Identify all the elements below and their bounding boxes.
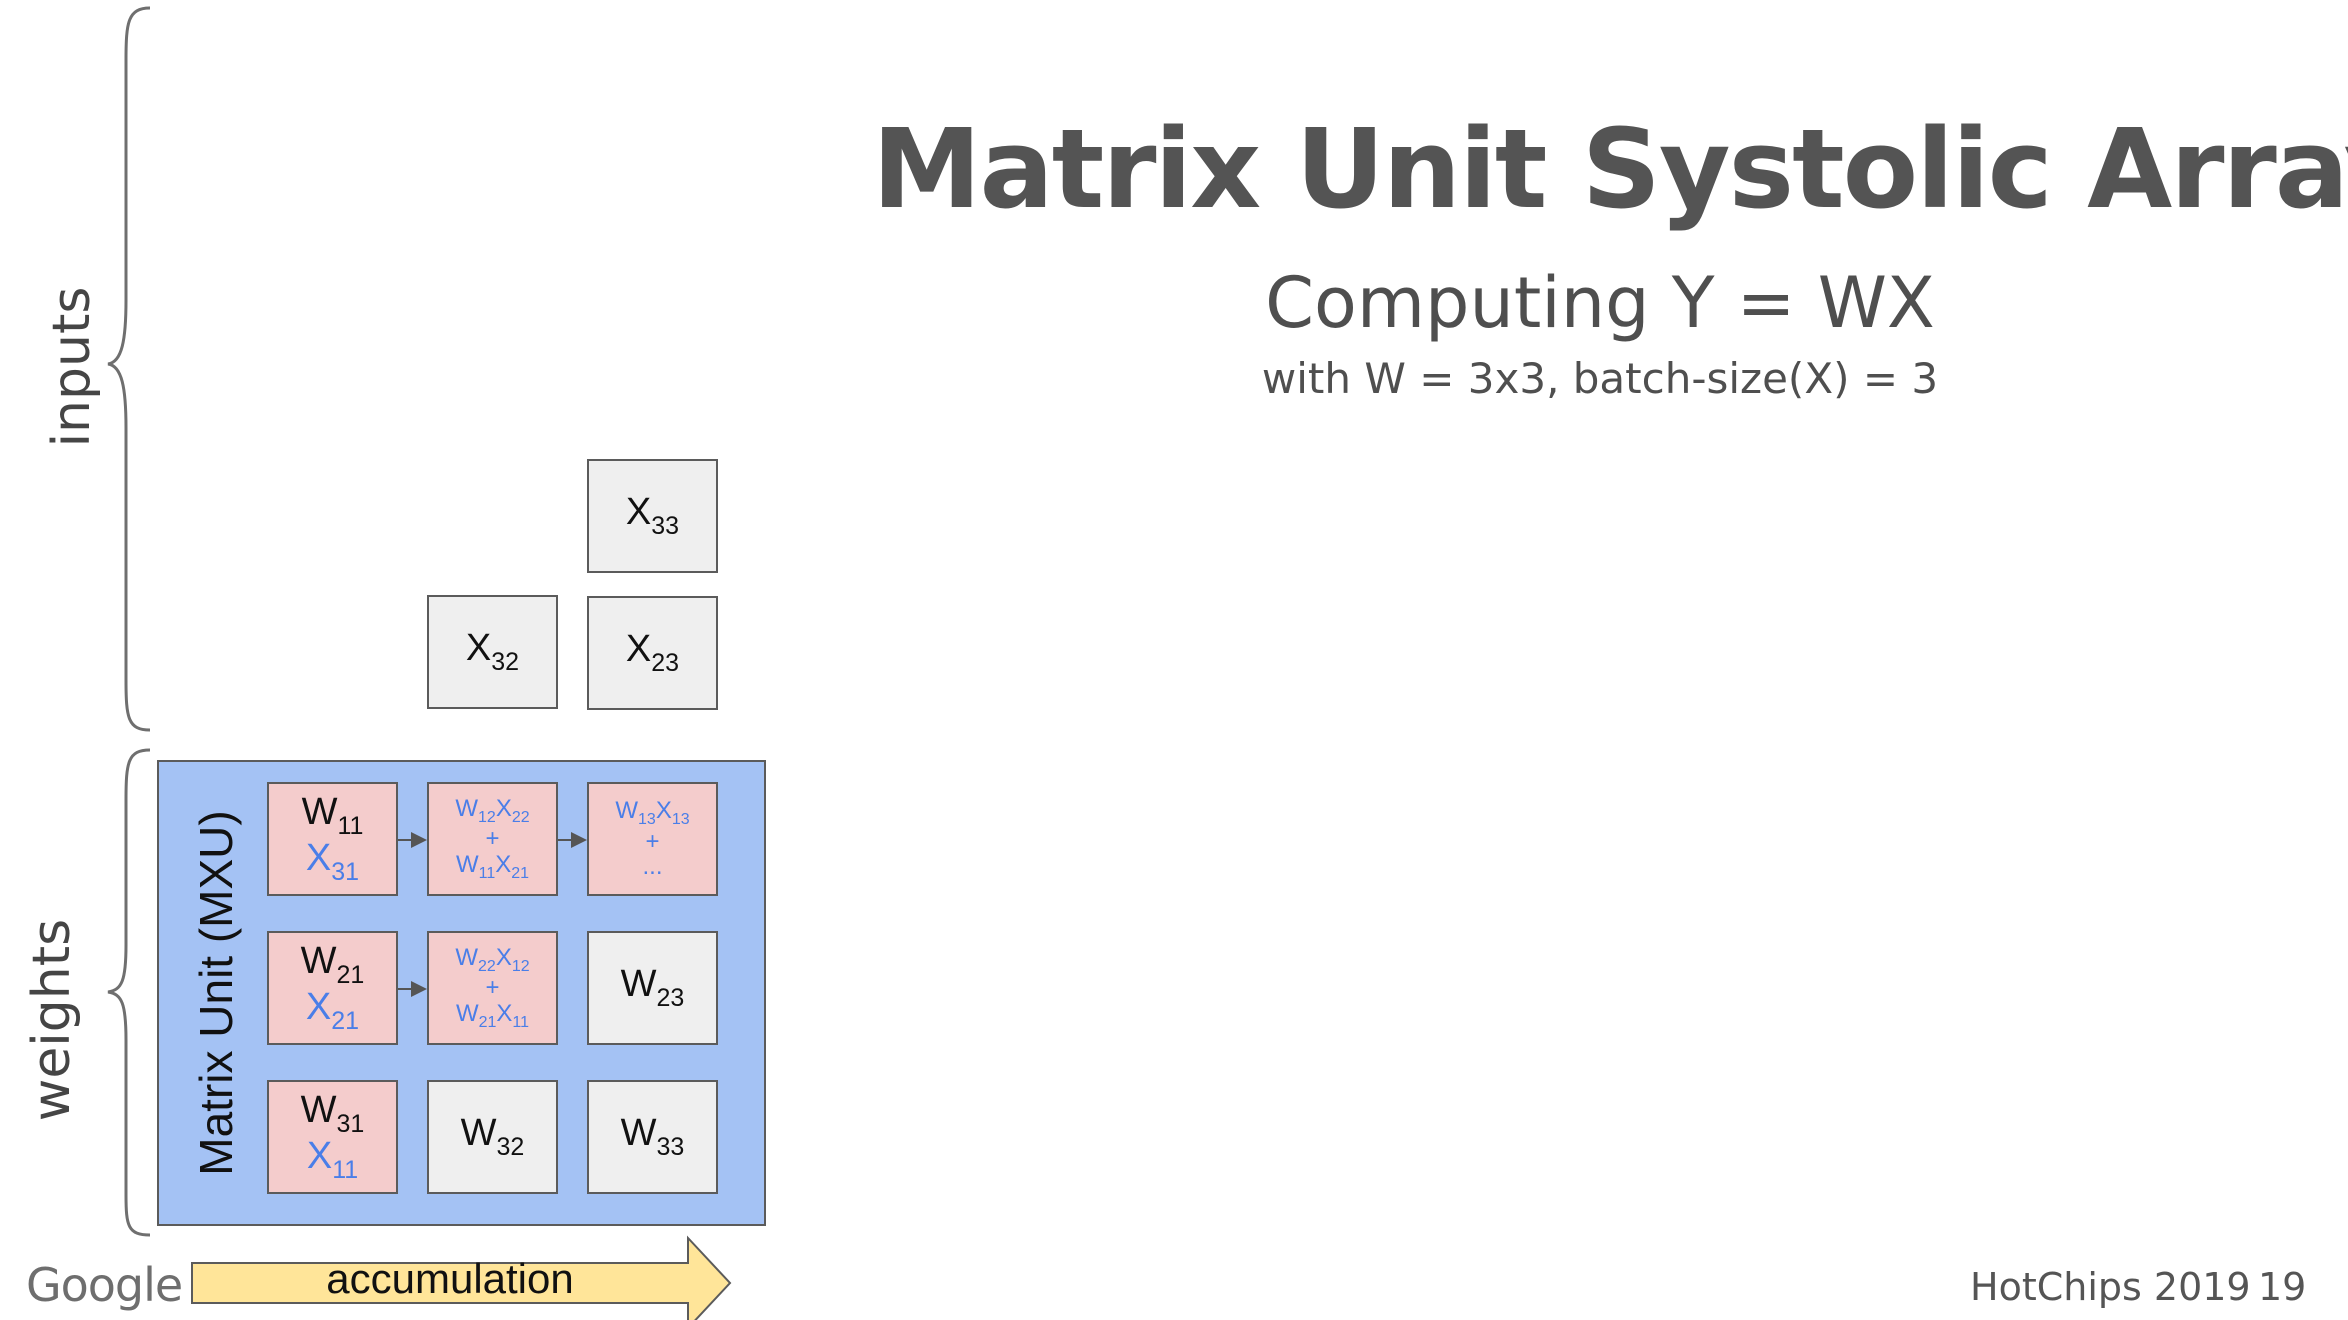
input-box-x32: X32 <box>427 595 558 709</box>
slide-subtitle: Computing Y = WX <box>1265 262 1935 344</box>
cell-r2c2: W22X12 + W21X11 <box>427 931 558 1045</box>
inputs-label: inputs <box>42 286 102 448</box>
weights-label: weights <box>22 918 82 1122</box>
matrix-unit-label: Matrix Unit (MXU) <box>190 810 242 1176</box>
google-logo: Google <box>26 1258 183 1312</box>
cell-r2c3: W23 <box>587 931 718 1045</box>
slide-title: Matrix Unit Systolic Array <box>872 105 2348 233</box>
cell-r1c1: W11 X31 <box>267 782 398 896</box>
slide-subtitle-detail: with W = 3x3, batch-size(X) = 3 <box>1261 354 1939 403</box>
cell-r3c3: W33 <box>587 1080 718 1194</box>
cell-r3c2: W32 <box>427 1080 558 1194</box>
weights-brace <box>107 748 151 1237</box>
input-box-x23: X23 <box>587 596 718 710</box>
cell-r2c1: W21 X21 <box>267 931 398 1045</box>
cell-r1c3: W13X13 + ... <box>587 782 718 896</box>
inputs-brace <box>107 6 151 732</box>
input-box-x33: X33 <box>587 459 718 573</box>
accumulation-label: accumulation <box>326 1255 574 1302</box>
cell-r1c2: W12X22 + W11X21 <box>427 782 558 896</box>
cell-r3c1: W31 X11 <box>267 1080 398 1194</box>
page-number: 19 <box>2258 1265 2307 1309</box>
footer-event: HotChips 2019 <box>1970 1265 2251 1309</box>
